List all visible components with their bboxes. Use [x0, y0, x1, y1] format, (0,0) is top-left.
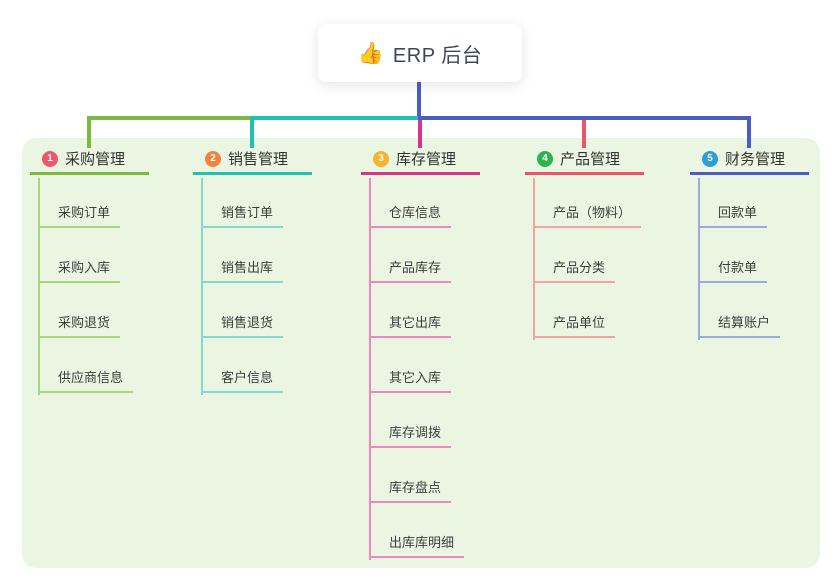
bus-line-segment	[87, 116, 252, 120]
child-node[interactable]: 销售出库	[201, 255, 284, 283]
branch-label: 采购管理	[65, 151, 126, 168]
child-node[interactable]: 销售订单	[201, 200, 284, 228]
child-node[interactable]: 供应商信息	[38, 365, 134, 393]
child-node[interactable]: 库存盘点	[369, 475, 452, 503]
root-node-label: ERP 后台	[392, 44, 483, 67]
branch-header[interactable]: 2 销售管理	[193, 145, 312, 175]
root-connector-line	[417, 82, 421, 120]
child-trunk-line	[38, 178, 40, 395]
child-node[interactable]: 结算账户	[698, 310, 781, 338]
branch-3: 3 库存管理仓库信息产品库存其它出库其它入库库存调拨库存盘点出库库明细	[361, 145, 521, 560]
mindmap-background-panel	[22, 138, 820, 568]
child-node[interactable]: 其它入库	[369, 365, 452, 393]
child-node[interactable]: 出库库明细	[369, 530, 465, 558]
branch-drop-line	[87, 116, 91, 148]
thumbs-up-icon: 👍	[357, 41, 384, 65]
branch-drop-line	[418, 116, 422, 148]
child-node[interactable]: 产品分类	[533, 255, 616, 283]
bus-line-segment	[418, 116, 751, 120]
child-node[interactable]: 其它出库	[369, 310, 452, 338]
child-trunk-line	[533, 178, 535, 340]
branch-header[interactable]: 3 库存管理	[361, 145, 480, 175]
branch-1: 1 采购管理采购订单采购入库采购退货供应商信息	[30, 145, 190, 395]
child-node[interactable]: 客户信息	[201, 365, 284, 393]
child-trunk-line	[698, 178, 700, 340]
child-node[interactable]: 采购退货	[38, 310, 121, 338]
branch-drop-line	[747, 116, 751, 148]
branch-5: 5 财务管理回款单付款单结算账户	[690, 145, 839, 340]
branch-label: 财务管理	[725, 151, 786, 168]
branch-number-badge: 5	[702, 150, 718, 167]
bus-line-segment	[250, 116, 420, 120]
branch-number-badge: 2	[205, 150, 221, 167]
branch-4: 4 产品管理产品（物料） 产品分类产品单位	[525, 145, 685, 340]
child-trunk-line	[201, 178, 203, 395]
child-node[interactable]: 销售退货	[201, 310, 284, 338]
branch-label: 库存管理	[396, 151, 457, 168]
branch-header[interactable]: 5 财务管理	[690, 145, 809, 175]
branch-drop-line	[250, 116, 254, 148]
branch-2: 2 销售管理销售订单销售出库销售退货客户信息	[193, 145, 353, 395]
branch-header[interactable]: 1 采购管理	[30, 145, 149, 175]
child-node[interactable]: 付款单	[698, 255, 768, 283]
child-node[interactable]: 产品库存	[369, 255, 452, 283]
child-node[interactable]: 产品单位	[533, 310, 616, 338]
branch-label: 销售管理	[228, 151, 289, 168]
child-node[interactable]: 回款单	[698, 200, 768, 228]
branch-number-badge: 4	[537, 150, 553, 167]
branch-number-badge: 1	[42, 150, 58, 167]
child-node[interactable]: 库存调拨	[369, 420, 452, 448]
child-node[interactable]: 仓库信息	[369, 200, 452, 228]
branch-header[interactable]: 4 产品管理	[525, 145, 644, 175]
child-node[interactable]: 产品（物料）	[533, 200, 642, 228]
branch-drop-line	[582, 116, 586, 148]
child-node[interactable]: 采购入库	[38, 255, 121, 283]
branch-label: 产品管理	[560, 151, 621, 168]
root-node[interactable]: 👍 ERP 后台	[318, 24, 522, 82]
child-node[interactable]: 采购订单	[38, 200, 121, 228]
branch-number-badge: 3	[373, 150, 389, 167]
child-trunk-line	[369, 178, 371, 560]
